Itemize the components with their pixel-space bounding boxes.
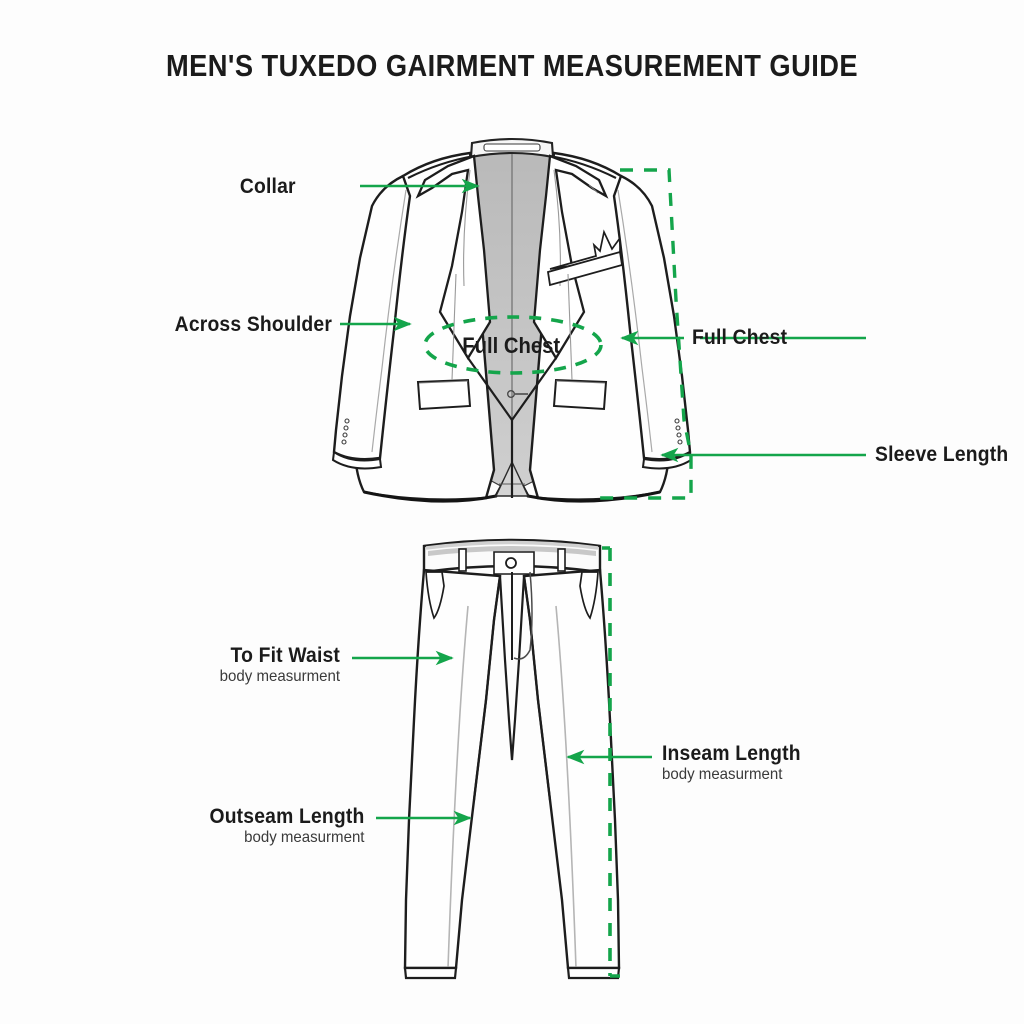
lapel-buttonhole bbox=[588, 184, 599, 194]
waistband-top-highlight bbox=[425, 540, 599, 550]
callout-outseam-length-label: Outseam Length bbox=[208, 805, 364, 828]
jacket-right-lapel bbox=[532, 154, 609, 361]
left-side-pocket bbox=[425, 571, 445, 620]
dashed-guide-icon-trousers bbox=[602, 546, 620, 978]
callout-full-chest: Full Chest bbox=[692, 326, 796, 349]
page-title: MEN'S TUXEDO GAIRMENT MEASUREMENT GUIDE bbox=[165, 48, 859, 83]
callout-to-fit-waist-label: To Fit Waist bbox=[230, 644, 340, 667]
right-flap-pocket bbox=[552, 378, 608, 411]
left-dart bbox=[451, 273, 457, 381]
left-cuff bbox=[331, 450, 383, 470]
trousers-drawing bbox=[403, 538, 621, 980]
dashed-ellipse-icon-full-chest bbox=[423, 315, 603, 375]
dashed-guide-icon-jacket bbox=[600, 168, 693, 500]
right-cuff-buttons bbox=[674, 418, 683, 445]
callout-across-shoulder-label: Across Shoulder bbox=[174, 313, 332, 336]
trouser-rise bbox=[498, 575, 526, 761]
trouser-left-leg bbox=[403, 568, 502, 970]
left-hem bbox=[403, 966, 458, 980]
callout-sleeve-length: Sleeve Length bbox=[875, 443, 1020, 466]
waistband-inner-shade bbox=[428, 546, 596, 556]
left-inseam bbox=[472, 575, 502, 801]
jacket-button bbox=[507, 390, 516, 399]
right-sleeve-crease bbox=[617, 189, 653, 453]
callout-outseam-length: Outseam Length body measurment bbox=[196, 805, 364, 847]
right-inseam bbox=[522, 575, 552, 801]
left-flap-pocket bbox=[416, 378, 472, 411]
trouser-button bbox=[505, 557, 517, 569]
callout-inseam-length-label: Inseam Length bbox=[662, 742, 801, 765]
callout-outseam-length-sub: body measurment bbox=[243, 829, 364, 847]
belt-loop-right bbox=[557, 548, 566, 572]
jacket-drawing bbox=[331, 137, 693, 503]
left-shoulder-seam bbox=[407, 154, 475, 179]
callout-to-fit-waist: To Fit Waist body measurment bbox=[212, 644, 340, 686]
callout-inseam-length: Inseam Length body measurment bbox=[662, 742, 813, 784]
callout-full-chest-label: Full Chest bbox=[692, 326, 788, 349]
belt-loop-left bbox=[458, 548, 467, 572]
jacket-right-sleeve bbox=[612, 174, 692, 461]
left-sleeve-crease bbox=[371, 189, 407, 453]
callout-sleeve-length-label: Sleeve Length bbox=[875, 443, 1009, 466]
callout-collar-label: Collar bbox=[240, 175, 296, 198]
right-pocket-seam bbox=[555, 380, 606, 384]
callout-full-chest-center-label: Full Chest bbox=[462, 333, 561, 358]
collar-band-inner bbox=[483, 143, 541, 152]
fly-curve bbox=[513, 571, 533, 660]
left-pocket-seam bbox=[418, 380, 469, 384]
callout-inseam-length-sub: body measurment bbox=[662, 766, 783, 784]
left-cuff-buttons bbox=[341, 418, 350, 445]
jacket-left-sleeve bbox=[332, 174, 412, 461]
callout-across-shoulder: Across Shoulder bbox=[161, 313, 332, 336]
callout-full-chest-center: Full Chest bbox=[462, 333, 560, 359]
right-dart bbox=[567, 273, 573, 381]
left-front-crease bbox=[447, 605, 469, 969]
right-side-pocket bbox=[579, 571, 599, 620]
trouser-right-leg bbox=[522, 568, 621, 970]
callout-collar: Collar bbox=[235, 175, 296, 198]
right-shoulder-seam bbox=[549, 154, 617, 179]
callout-to-fit-waist-sub: body measurment bbox=[219, 668, 340, 686]
